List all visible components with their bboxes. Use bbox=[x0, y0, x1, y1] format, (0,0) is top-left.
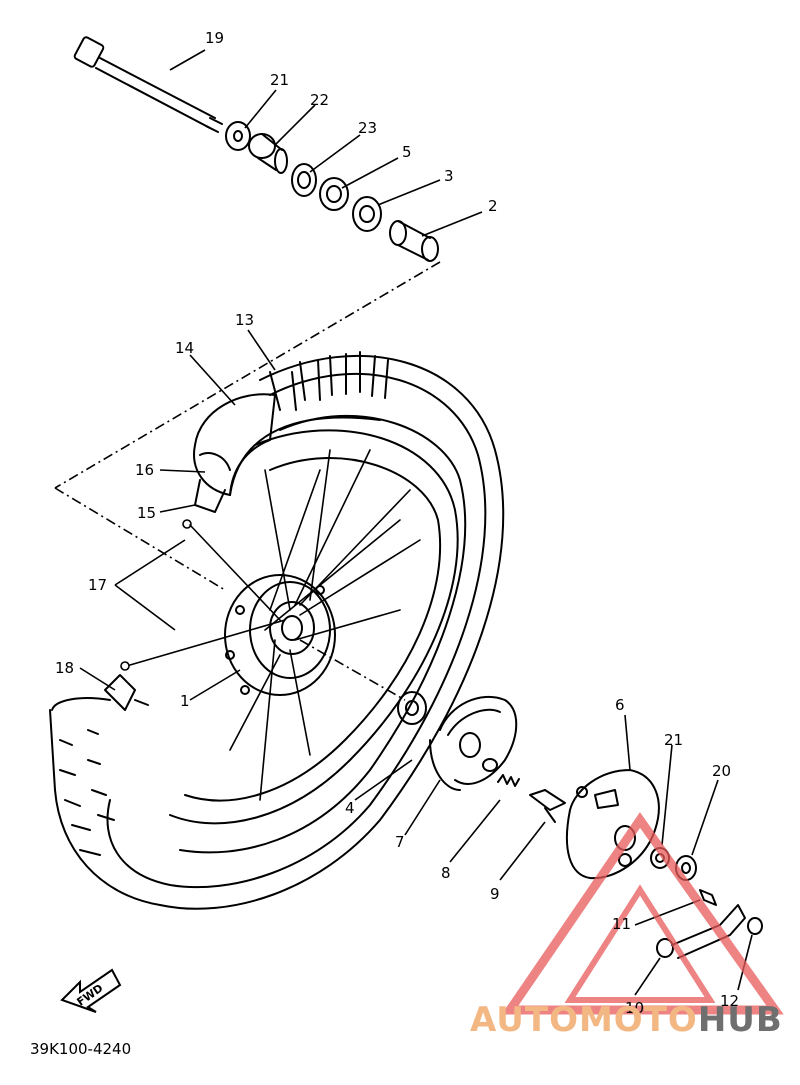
axle-collar bbox=[248, 133, 288, 174]
callout-6: 6 bbox=[615, 696, 625, 714]
callout-4: 4 bbox=[345, 799, 355, 817]
collar-washer bbox=[225, 121, 251, 151]
callout-21-brake: 21 bbox=[664, 731, 684, 749]
callout-23: 23 bbox=[358, 119, 378, 137]
callout-14: 14 bbox=[175, 339, 195, 357]
watermark-part2: HUB bbox=[697, 1000, 783, 1040]
rim bbox=[169, 429, 459, 825]
hub-bearing bbox=[397, 691, 427, 725]
callout-21: 21 bbox=[270, 71, 290, 89]
leader-lines bbox=[54, 49, 753, 996]
spacer bbox=[389, 220, 439, 262]
callout-3: 3 bbox=[444, 167, 454, 185]
callout-8: 8 bbox=[441, 864, 451, 882]
rim-lock bbox=[104, 674, 149, 711]
brake-shoe bbox=[429, 695, 518, 791]
callout-11: 11 bbox=[612, 915, 632, 933]
forward-arrow-icon bbox=[60, 968, 122, 1013]
part-code: 39K100-4240 bbox=[30, 1040, 132, 1058]
brake-spring bbox=[497, 774, 520, 787]
callout-17: 17 bbox=[88, 576, 108, 594]
lever-nut bbox=[747, 917, 763, 935]
inner-tube bbox=[193, 393, 381, 513]
callout-13: 13 bbox=[235, 311, 255, 329]
bearing-upper bbox=[319, 177, 349, 211]
callout-5: 5 bbox=[402, 143, 412, 161]
callout-2: 2 bbox=[488, 197, 498, 215]
brake-panel bbox=[566, 769, 660, 880]
watermark-part1: AUTOMOTO bbox=[470, 1000, 698, 1040]
hub bbox=[224, 574, 336, 696]
axle-shaft bbox=[73, 36, 223, 133]
callout-18: 18 bbox=[55, 659, 75, 677]
callout-16: 16 bbox=[135, 461, 155, 479]
callout-7: 7 bbox=[395, 833, 405, 851]
callout-1: 1 bbox=[180, 692, 190, 710]
callout-22: 22 bbox=[310, 91, 330, 109]
callout-10: 10 bbox=[625, 999, 645, 1017]
callout-19: 19 bbox=[205, 29, 225, 47]
watermark-logo bbox=[501, 812, 784, 1015]
watermark-text: AUTOMOTOHUB bbox=[470, 1000, 783, 1040]
oil-seal bbox=[291, 163, 317, 197]
brake-camshaft bbox=[529, 789, 566, 823]
callout-12: 12 bbox=[720, 992, 740, 1010]
tire bbox=[49, 351, 505, 910]
lever-bolt bbox=[699, 889, 717, 906]
bearing-lower bbox=[352, 196, 382, 232]
callout-9: 9 bbox=[490, 885, 500, 903]
callout-20: 20 bbox=[712, 762, 732, 780]
callout-15: 15 bbox=[137, 504, 157, 522]
